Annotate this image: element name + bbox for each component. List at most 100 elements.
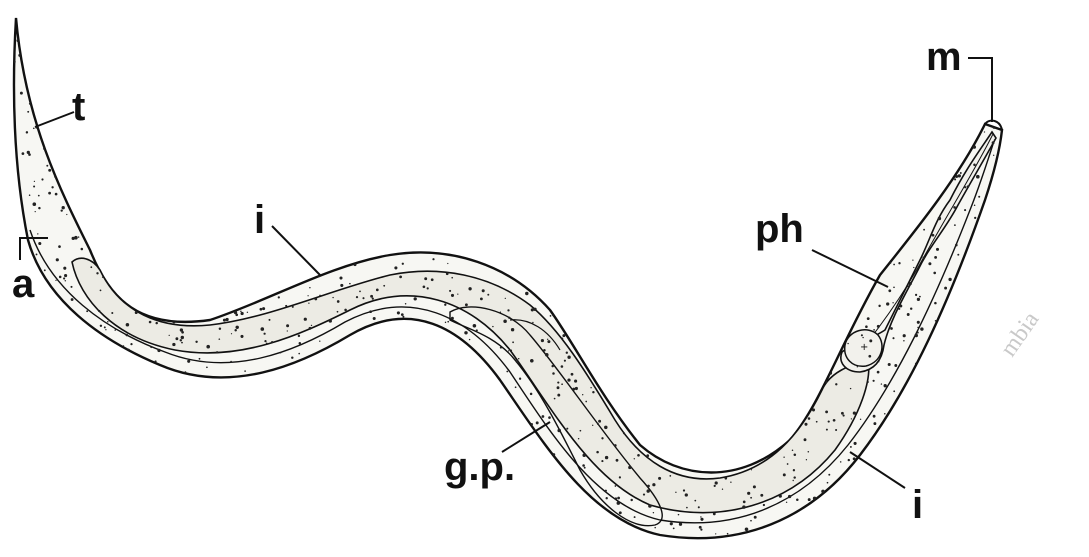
stipple-dot (932, 130, 935, 133)
stipple-dot (619, 27, 622, 30)
stipple-dot (11, 236, 13, 238)
stipple-dot (402, 263, 404, 265)
stipple-dot (750, 520, 752, 522)
stipple-dot (740, 362, 742, 364)
stipple-dot (942, 184, 944, 186)
stipple-dot (785, 529, 787, 531)
stipple-dot (480, 424, 483, 427)
stipple-dot (564, 360, 566, 362)
stipple-dot (126, 242, 129, 245)
stipple-dot (767, 138, 770, 141)
stipple-dot (87, 479, 90, 482)
stipple-dot (841, 192, 843, 194)
stipple-dot (257, 124, 259, 126)
stipple-dot (824, 345, 826, 347)
stipple-dot (295, 25, 298, 28)
stipple-dot (906, 443, 908, 445)
stipple-dot (169, 243, 171, 245)
stipple-dot (397, 18, 399, 20)
stipple-dot (527, 209, 529, 211)
stipple-dot (52, 310, 55, 313)
stipple-dot (12, 532, 15, 535)
stipple-dot (227, 205, 229, 207)
stipple-dot (331, 387, 334, 390)
stipple-dot (635, 420, 637, 422)
stipple-dot (977, 488, 979, 490)
stipple-dot (642, 532, 644, 534)
stipple-dot (759, 456, 762, 459)
stipple-dot (564, 314, 566, 316)
stipple-dot (909, 282, 912, 285)
stipple-dot (914, 380, 917, 383)
stipple-dot (663, 255, 665, 257)
stipple-dot (363, 251, 365, 253)
stipple-dot (354, 40, 357, 43)
stipple-dot (412, 47, 414, 49)
stipple-dot (512, 89, 515, 92)
stipple-dot (183, 57, 185, 59)
stipple-dot (1003, 364, 1007, 368)
stipple-dot (171, 450, 174, 453)
stipple-dot (72, 467, 76, 471)
stipple-dot (580, 305, 583, 308)
stipple-dot (763, 194, 766, 197)
stipple-dot (604, 120, 605, 121)
stipple-dot (14, 466, 16, 468)
stipple-dot (967, 508, 969, 510)
stipple-dot (365, 228, 368, 231)
stipple-dot (100, 290, 102, 292)
stipple-dot (867, 317, 870, 320)
stipple-dot (271, 515, 275, 519)
stipple-dot (189, 58, 191, 60)
stipple-dot (865, 255, 866, 256)
stipple-dot (114, 472, 115, 473)
stipple-dot (270, 483, 272, 485)
stipple-dot (565, 136, 567, 138)
stipple-dot (595, 45, 598, 48)
stipple-dot (45, 353, 46, 354)
stipple-dot (405, 72, 406, 73)
stipple-dot (10, 348, 12, 350)
stipple-dot (122, 390, 125, 393)
stipple-dot (955, 175, 958, 178)
stipple-dot (594, 83, 597, 86)
stipple-dot (801, 266, 804, 269)
stipple-dot (339, 276, 342, 279)
stipple-dot (898, 262, 900, 264)
stipple-dot (373, 99, 377, 103)
stipple-dot (970, 77, 974, 81)
stipple-dot (72, 237, 75, 240)
stipple-dot (291, 356, 293, 358)
stipple-dot (964, 405, 966, 407)
stipple-dot (834, 41, 836, 43)
stipple-dot (566, 428, 568, 430)
stipple-dot (731, 17, 733, 19)
stipple-dot (349, 242, 352, 245)
stipple-dot (100, 170, 102, 172)
stipple-dot (907, 313, 910, 316)
stipple-dot (486, 96, 489, 99)
stipple-dot (686, 299, 687, 300)
stipple-dot (451, 277, 453, 279)
stipple-dot (239, 453, 240, 454)
stipple-dot (569, 543, 572, 546)
stipple-dot (10, 171, 11, 172)
stipple-dot (578, 35, 580, 37)
stipple-dot (279, 430, 281, 432)
stipple-dot (497, 48, 499, 50)
stipple-dot (803, 396, 805, 398)
stipple-dot (730, 481, 731, 482)
stipple-dot (84, 196, 86, 198)
stipple-dot (511, 438, 513, 440)
stipple-dot (45, 54, 47, 56)
stipple-dot (797, 265, 800, 268)
stipple-dot (184, 100, 187, 103)
stipple-dot (666, 377, 668, 379)
stipple-dot (422, 128, 425, 131)
stipple-dot (76, 38, 79, 41)
stipple-dot (976, 480, 978, 482)
stipple-dot (157, 416, 158, 417)
stipple-dot (655, 125, 658, 128)
stipple-dot (636, 424, 639, 427)
stipple-dot (518, 543, 520, 545)
